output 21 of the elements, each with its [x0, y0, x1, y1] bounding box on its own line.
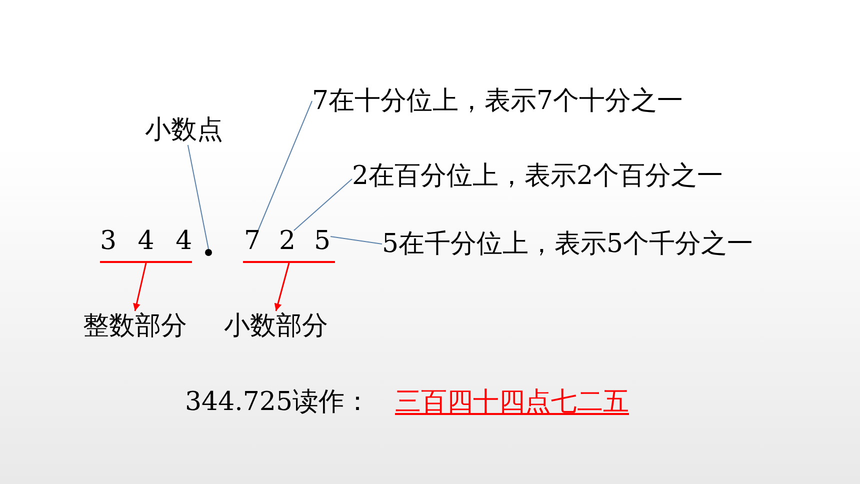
decimal-point-dot	[205, 249, 212, 256]
arrow	[133, 262, 147, 312]
leader-line	[187, 144, 209, 250]
annotation-text: 小数部分	[224, 311, 328, 341]
arrow	[274, 262, 290, 312]
annotation-text: 7在十分位上，表示7个十分之一	[312, 86, 684, 116]
underline-bar	[243, 261, 335, 263]
digit: 5	[314, 226, 331, 256]
leader-line	[258, 100, 312, 231]
digit: 7	[244, 226, 261, 256]
annotation-text: 2在百分位上，表示2个百分之一	[352, 161, 724, 191]
underline-bar	[100, 261, 192, 263]
answer-text: 三百四十四点七二五	[395, 387, 629, 417]
leader-line	[293, 178, 352, 231]
annotation-text: 小数点	[145, 115, 223, 145]
digits: 3 4 4	[100, 226, 192, 256]
reading-label: 344.725读作：	[185, 387, 371, 417]
annotation-text: 5在千分位上，表示5个千分之一	[382, 229, 754, 259]
leader-line	[330, 236, 382, 244]
annotation-text: 整数部分	[83, 311, 187, 341]
digit: 2	[279, 226, 296, 256]
